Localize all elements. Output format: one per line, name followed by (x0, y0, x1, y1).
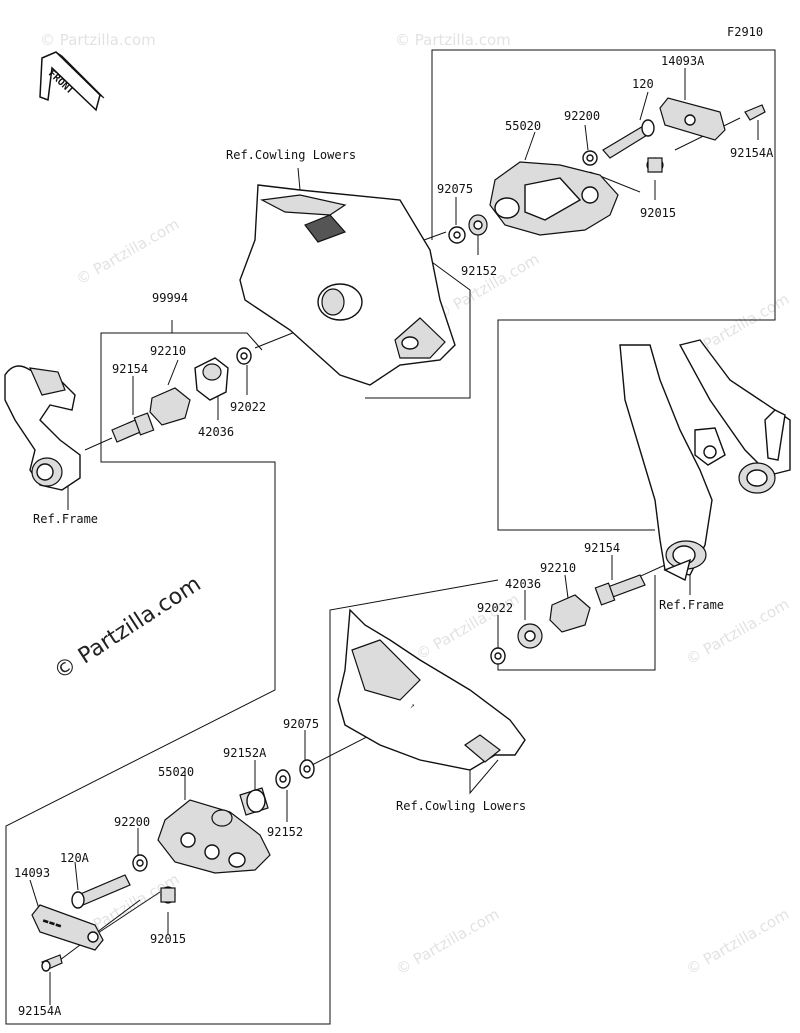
watermark-text: © Partzilla.com (395, 31, 511, 49)
label-92200-top: 92200 (564, 109, 600, 123)
bolt-120A (71, 874, 131, 909)
label-ref-cowling-top: Ref.Cowling Lowers (226, 148, 356, 162)
label-92152-bottom: 92152 (267, 825, 303, 839)
label-92154-left: 92154 (112, 362, 148, 376)
frame-left (4, 365, 81, 491)
bolt-120 (602, 119, 655, 159)
label-99994: 99994 (152, 291, 188, 305)
label-92022-left: 92022 (230, 400, 266, 414)
cowling-lower-top (239, 167, 456, 386)
label-120: 120 (632, 77, 654, 91)
washer-92022-left (236, 347, 252, 365)
label-92154A-bottom: 92154A (18, 1004, 62, 1018)
label-92200-bottom: 92200 (114, 815, 150, 829)
label-42036-right: 42036 (505, 577, 541, 591)
watermark-text: © Partzilla.com (73, 215, 182, 288)
copyright-watermark: © Partzilla.com (50, 572, 206, 685)
collar-92015-bottom (160, 886, 176, 904)
bolt-92154-left (111, 412, 155, 443)
screw-92154A-top (744, 104, 766, 121)
label-55020-bottom: 55020 (158, 765, 194, 779)
washer-92200-top (582, 150, 598, 166)
label-92210-left: 92210 (150, 344, 186, 358)
label-92154-right: 92154 (584, 541, 620, 555)
clamp-92210-right (549, 594, 591, 633)
washer-92075-top (448, 226, 466, 244)
plate-14093: ▬▬▬ (31, 904, 104, 951)
label-92015-top: 92015 (640, 206, 676, 220)
label-ref-frame-left: Ref.Frame (33, 512, 98, 526)
cowling-mark: ↗ (410, 701, 415, 710)
slider-42036-left (194, 357, 229, 401)
label-92015-bottom: 92015 (150, 932, 186, 946)
label-ref-frame-right: Ref.Frame (659, 598, 724, 612)
plate-14093A (659, 97, 726, 141)
bracket-55020-top (489, 161, 619, 236)
cowling-lower-bottom: ↗ (337, 608, 526, 771)
label-14093A: 14093A (661, 54, 705, 68)
part-labels: 14093A 120 55020 92200 92154A 92015 9207… (14, 54, 774, 1018)
screw-92154A-bottom (41, 954, 63, 972)
label-92152-top: 92152 (461, 264, 497, 278)
bracket-55020-bottom (157, 799, 271, 874)
washer-92022-right (490, 647, 506, 665)
label-92075-top: 92075 (437, 182, 473, 196)
callout-lines (5, 49, 776, 1025)
collar-92152-bottom (275, 769, 291, 789)
slider-42036-right (517, 623, 543, 649)
watermark-text: © Partzilla.com (683, 905, 792, 978)
watermark-text: © Partzilla.com (393, 905, 502, 978)
label-92075-bottom: 92075 (283, 717, 319, 731)
collar-92015-top (646, 157, 664, 173)
collar-92152A (239, 787, 269, 816)
collar-92152-top (468, 214, 488, 236)
watermark-text: © Partzilla.com (40, 31, 156, 49)
label-ref-cowling-bottom: Ref.Cowling Lowers (396, 799, 526, 813)
watermark-text: © Partzilla.com (433, 250, 542, 323)
clamp-92210-left (149, 387, 191, 426)
label-14093: 14093 (14, 866, 50, 880)
washer-92075-bottom (299, 759, 315, 779)
washer-92200-bottom (132, 854, 148, 872)
label-92154A-top: 92154A (730, 146, 774, 160)
label-42036-left: 42036 (198, 425, 234, 439)
bolt-92154-right (594, 574, 646, 606)
front-arrow-icon: FRONT (39, 51, 105, 112)
label-55020-top: 55020 (505, 119, 541, 133)
frame-right (619, 339, 791, 582)
label-92022-right: 92022 (477, 601, 513, 615)
figure-code: F2910 (727, 25, 763, 39)
label-120A: 120A (60, 851, 90, 865)
label-92210-right: 92210 (540, 561, 576, 575)
label-92152A: 92152A (223, 746, 267, 760)
